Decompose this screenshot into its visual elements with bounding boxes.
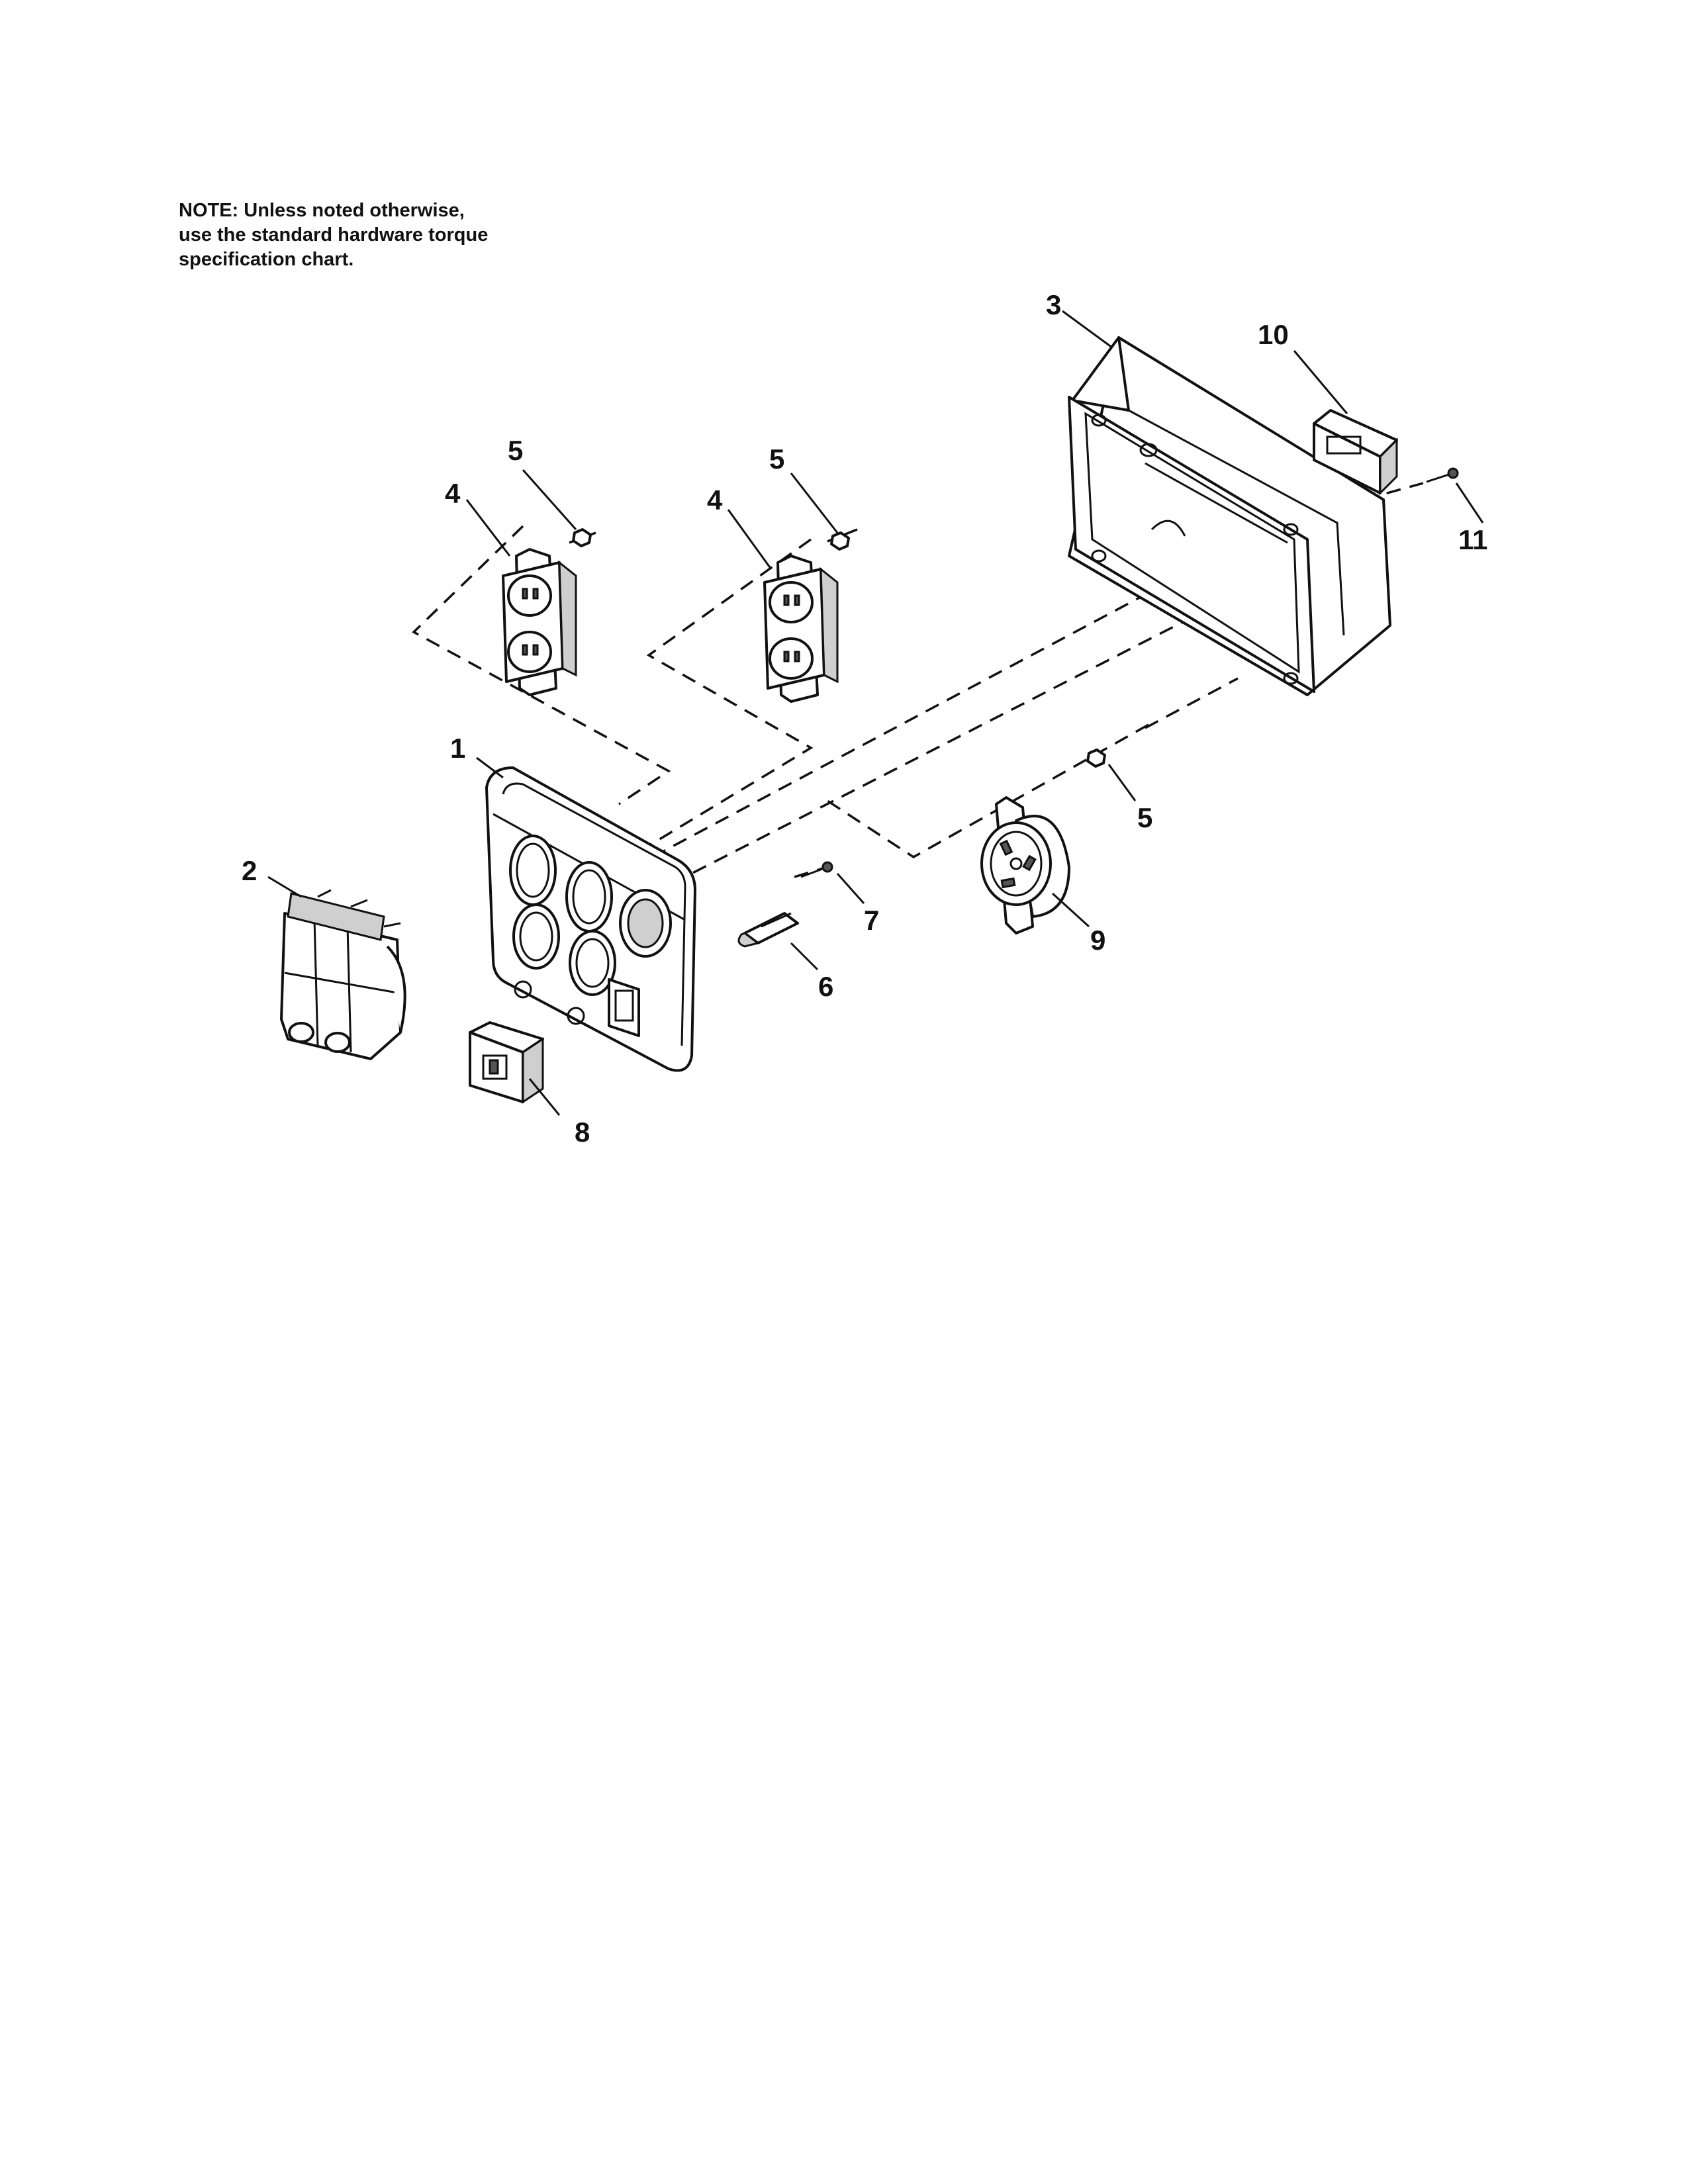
clip-6: [737, 912, 799, 948]
duplex-outlet-center: [763, 555, 839, 703]
note-line-2: use the standard hardware torque: [179, 224, 489, 246]
callout-7: 7: [864, 905, 879, 936]
rear-housing: [1068, 336, 1391, 696]
callout-1: 1: [450, 733, 465, 764]
outlet-cover: [280, 889, 406, 1060]
callout-3: 3: [1046, 289, 1061, 320]
twistlock-receptacle-9: [980, 796, 1070, 934]
nut-5-center: [830, 531, 850, 551]
front-panel: [485, 766, 696, 1072]
callout-9: 9: [1090, 925, 1105, 956]
nut-5-right: [1086, 749, 1106, 768]
callout-5-center: 5: [769, 443, 784, 475]
callouts: 1 2 3 4 4 5 5 5 6 7 8 9 10 11: [242, 289, 1487, 1148]
callout-6: 6: [818, 971, 833, 1002]
callout-11: 11: [1458, 524, 1487, 555]
assembly-line-outlet-center: [635, 538, 814, 855]
note-line-3: specification chart.: [179, 249, 354, 270]
screw-7: [800, 861, 833, 878]
callout-8: 8: [575, 1116, 590, 1148]
nut-5-left: [572, 528, 592, 547]
assembly-line-twistlock: [827, 723, 1149, 859]
screw-11: [1426, 467, 1459, 483]
rocker-switch-10: [1313, 409, 1398, 496]
duplex-outlet-left: [502, 548, 577, 696]
torque-note: NOTE: Unless noted otherwise, use the st…: [179, 199, 642, 272]
callout-4-left: 4: [445, 478, 461, 509]
callout-4-center: 4: [707, 484, 723, 516]
callout-10: 10: [1258, 319, 1289, 350]
assembly-line-nut-right: [1145, 677, 1239, 729]
leader-lines: [267, 310, 1484, 1116]
note-line-1: NOTE: Unless noted otherwise,: [179, 200, 465, 221]
assembly-line-outlet-left: [412, 525, 671, 805]
rocker-switch-8: [469, 1021, 544, 1104]
callout-2: 2: [242, 855, 257, 886]
callout-5-left: 5: [508, 435, 523, 466]
callout-5-right: 5: [1137, 802, 1152, 833]
